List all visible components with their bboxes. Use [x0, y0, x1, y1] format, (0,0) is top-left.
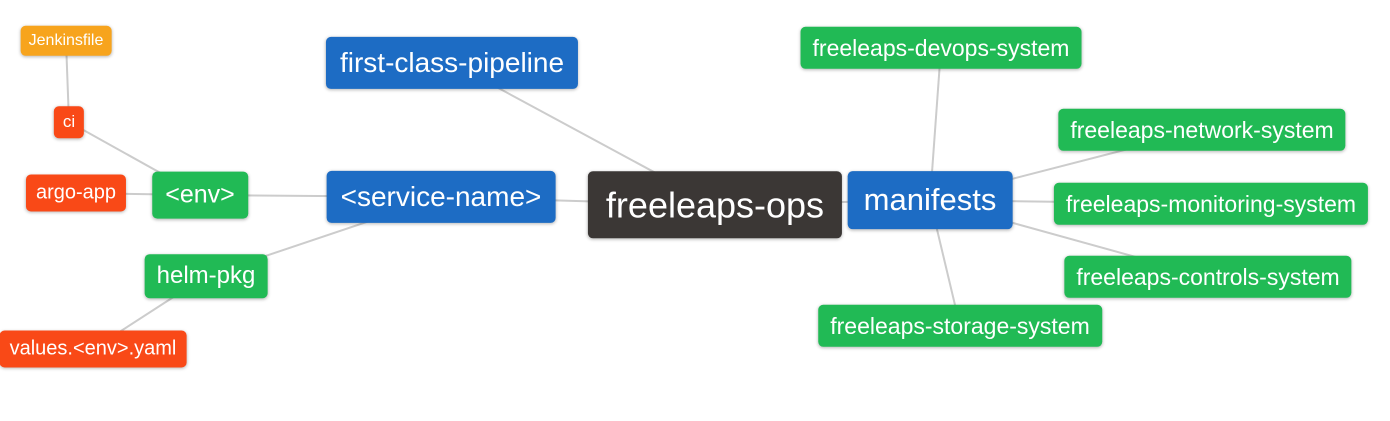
node-label: freeleaps-monitoring-system [1065, 190, 1357, 217]
node-label: freeleaps-ops [605, 184, 825, 226]
node-ci[interactable]: ci [53, 106, 85, 138]
node-freeleaps-storage-system[interactable]: freeleaps-storage-system [818, 304, 1102, 348]
node-label: freeleaps-network-system [1070, 116, 1334, 143]
node-jenkinsfile[interactable]: Jenkinsfile [20, 25, 112, 57]
node-label: first-class-pipeline [339, 46, 565, 78]
node-label: values.<env>.yaml [9, 337, 177, 360]
node-freeleaps-devops-system[interactable]: freeleaps-devops-system [800, 26, 1082, 70]
node-freeleaps-monitoring-system[interactable]: freeleaps-monitoring-system [1053, 182, 1369, 226]
node-freeleaps-controls-system[interactable]: freeleaps-controls-system [1064, 255, 1352, 299]
node-label: freeleaps-storage-system [830, 312, 1090, 339]
node-env[interactable]: <env> [152, 171, 248, 219]
node-argo-app[interactable]: argo-app [25, 174, 127, 212]
node-label: argo-app [35, 181, 117, 204]
node-label: <env> [165, 180, 235, 209]
node-label: freeleaps-devops-system [812, 34, 1070, 61]
node-values-env-yaml[interactable]: values.<env>.yaml [0, 330, 187, 368]
node-label: manifests [863, 182, 997, 218]
node-helm-pkg[interactable]: helm-pkg [144, 254, 268, 298]
node-first-class-pipeline[interactable]: first-class-pipeline [325, 36, 579, 90]
node-label: Jenkinsfile [28, 31, 104, 49]
node-freeleaps-ops[interactable]: freeleaps-ops [587, 171, 843, 239]
node-label: freeleaps-controls-system [1076, 263, 1340, 290]
node-service-name[interactable]: <service-name> [326, 170, 556, 224]
node-label: helm-pkg [156, 262, 256, 290]
node-label: <service-name> [340, 180, 542, 212]
node-label: ci [62, 112, 76, 132]
node-freeleaps-network-system[interactable]: freeleaps-network-system [1058, 108, 1346, 152]
node-manifests[interactable]: manifests [847, 171, 1013, 229]
